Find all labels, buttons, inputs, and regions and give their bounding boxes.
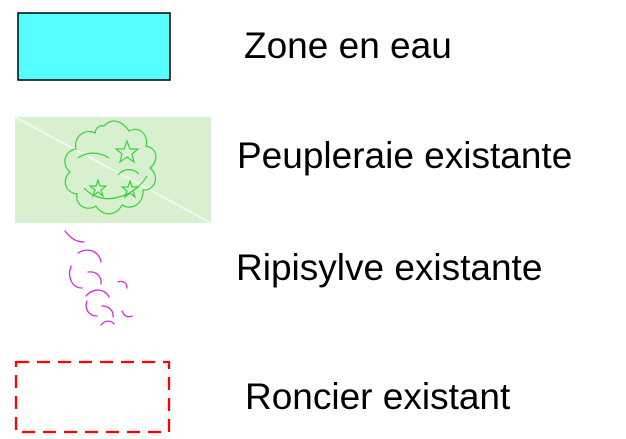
water-zone-symbol <box>17 12 171 81</box>
bramble-thicket-symbol <box>14 360 171 434</box>
legend-label-poplar-grove: Peupleraie existante <box>237 135 573 176</box>
legend-label-bramble-thicket: Roncier existant <box>245 376 511 417</box>
legend-label-water-zone: Zone en eau <box>244 25 452 66</box>
poplar-grove-symbol <box>14 116 212 224</box>
riparian-vegetation-symbol <box>64 230 133 326</box>
legend-label-riparian-vegetation: Ripisylve existante <box>236 247 543 288</box>
